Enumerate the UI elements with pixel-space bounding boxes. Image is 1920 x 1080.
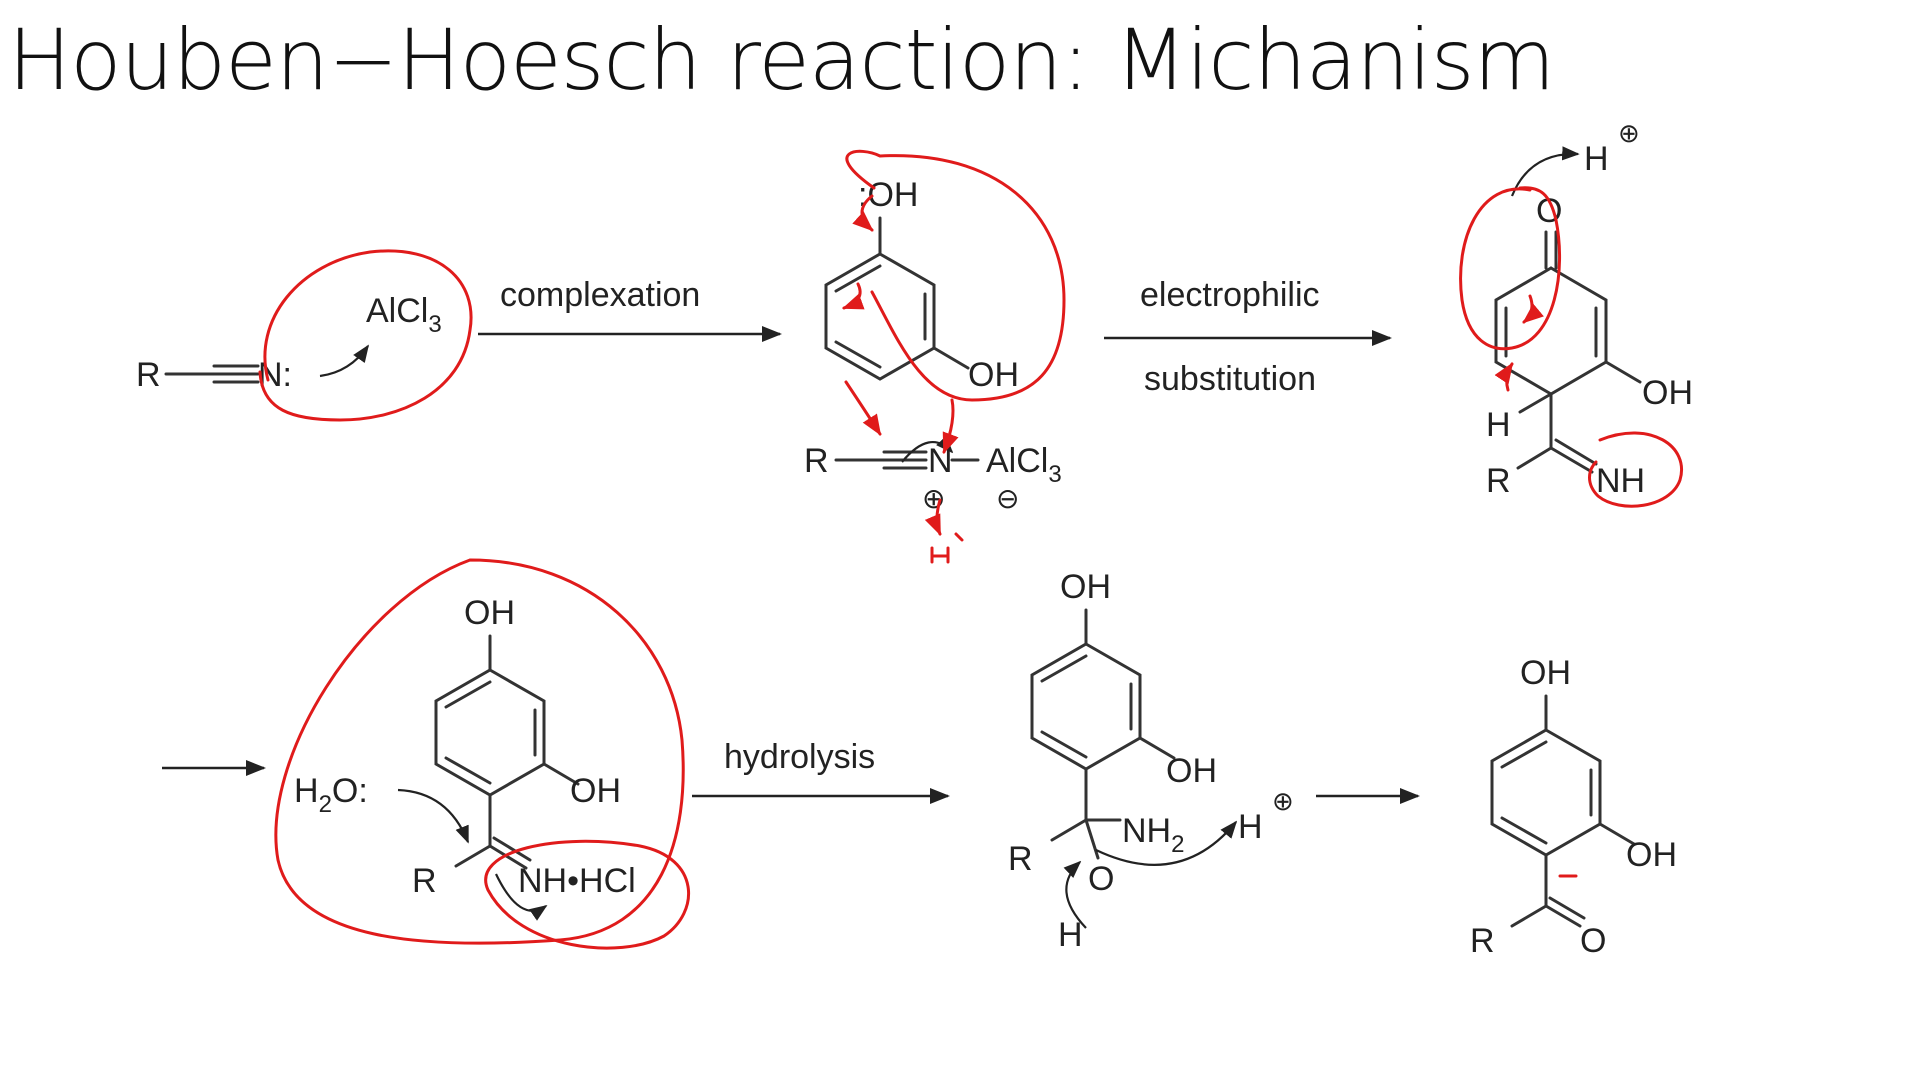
hydroxyl-label: OH — [1520, 654, 1571, 692]
annotation-arrow — [924, 498, 942, 536]
hydrogen-label: H — [1486, 406, 1511, 444]
annotation-arrow — [842, 282, 865, 310]
positive-charge-icon: ⊕ — [1618, 118, 1640, 148]
r-group-label: R — [1470, 922, 1495, 960]
imine-label: NH — [1596, 462, 1645, 500]
annotation-circle — [274, 558, 685, 945]
complexation-arrow: complexation — [478, 276, 782, 342]
positive-charge-icon: ⊕ — [1272, 786, 1294, 816]
hydroxyl-label: OH — [968, 356, 1019, 394]
hydroxyl-label: OH — [570, 772, 621, 810]
pi-bond-curly-arrow — [495, 873, 548, 921]
alcl3-label: AlCl3 — [986, 442, 1062, 488]
lone-pair-curly-arrow — [319, 344, 370, 378]
annotation-arrow — [844, 380, 882, 436]
hydroxyl-label: OH — [1626, 836, 1677, 874]
r-group-label: R — [1486, 462, 1511, 500]
water-attack-curly-arrow — [397, 788, 470, 844]
page-title: Houben−Hoesch reaction: Michanism — [8, 11, 1555, 109]
r-group-label: R — [136, 356, 161, 394]
annotation-scribble — [930, 532, 964, 564]
substitution-label: substitution — [1144, 360, 1316, 398]
hydrolysis-label: hydrolysis — [724, 738, 875, 776]
annotation-arrow — [1494, 362, 1514, 392]
benzene-ring — [434, 668, 546, 797]
r-group-label: R — [804, 442, 829, 480]
hydrolysis-arrow: hydrolysis — [692, 738, 950, 804]
annotation-circle — [484, 839, 690, 950]
electrophilic-label: electrophilic — [1140, 276, 1320, 314]
amine-label: NH2 — [1122, 812, 1184, 858]
r-group-label: R — [1008, 840, 1033, 878]
annotation-circle — [258, 249, 473, 422]
r-group-label: R — [412, 862, 437, 900]
annotation-circle — [845, 149, 1066, 402]
hydrogen-label: H — [1058, 916, 1083, 954]
positive-charge-icon: ⊕ — [922, 483, 945, 514]
annotation-arrow — [852, 194, 874, 232]
carbonyl-oxygen-label: O — [1580, 922, 1606, 960]
tetrahedral-intermediate: OH OH R NH2 O H H ⊕ — [1008, 568, 1294, 954]
annotation-arrow — [942, 398, 959, 454]
resorcinol-nitrilium-complex: :OH OH R N AlCl3 ⊕ ⊖ — [804, 149, 1066, 564]
negative-charge-icon: ⊖ — [996, 483, 1019, 514]
benzene-ring — [1030, 642, 1142, 771]
hydroxyl-label: OH — [1060, 568, 1111, 606]
electrophilic-substitution-arrow: electrophilic substitution — [1104, 276, 1392, 398]
benzene-ring — [1490, 728, 1602, 857]
proton-label: H — [1238, 808, 1263, 846]
sigma-complex: H ⊕ O OH H R NH — [1459, 118, 1693, 508]
aryl-ketone-product: OH OH R O — [1470, 654, 1677, 960]
ring — [1494, 266, 1608, 396]
nitrile-alcl3-reactant: R N: AlCl3 — [136, 249, 473, 422]
annotation-circle — [1459, 186, 1562, 351]
water-nucleophile-label: H2O: — [294, 772, 368, 818]
complexation-label: complexation — [500, 276, 700, 314]
oxygen-lone-pair-curly-arrow — [1063, 860, 1087, 929]
imine-hydrochloride-label: NH•HCl — [518, 862, 636, 900]
annotation-circle — [1588, 431, 1683, 508]
proton-transfer-curly-arrow — [1095, 820, 1238, 866]
ketimine-hydrochloride: OH OH R NH•HCl H2O: — [274, 558, 690, 950]
hydroxyl-label: OH — [1166, 752, 1217, 790]
annotation-arrow — [1522, 294, 1544, 324]
oxygen-label: O — [1088, 860, 1114, 898]
hydroxyl-label: OH — [1642, 374, 1693, 412]
benzene-ring — [824, 252, 936, 381]
alcl3-label: AlCl3 — [366, 292, 442, 338]
released-proton-label: H — [1584, 140, 1609, 178]
oxygen-label: O — [1536, 192, 1562, 230]
hydroxyl-label: OH — [464, 594, 515, 632]
